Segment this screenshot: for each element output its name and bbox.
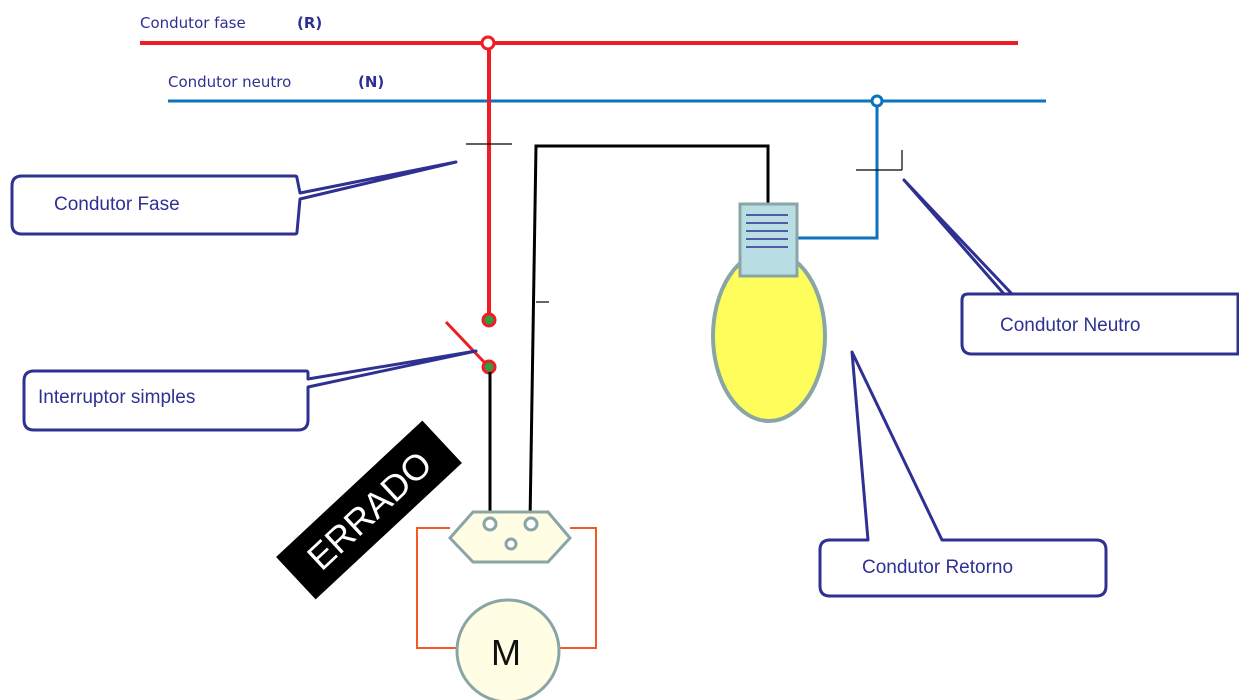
errado-stamp: ERRADO bbox=[276, 420, 462, 600]
socket bbox=[447, 510, 572, 564]
callout-phase-label: Condutor Fase bbox=[54, 194, 180, 215]
motor-circle bbox=[455, 598, 561, 700]
lamp-base bbox=[738, 202, 799, 278]
callout-return-box bbox=[818, 350, 1108, 598]
callout-switch: Interruptor simples bbox=[22, 349, 478, 432]
socket-pin-right bbox=[523, 516, 539, 532]
callout-phase-box bbox=[10, 160, 458, 236]
lamp bbox=[711, 202, 827, 423]
switch-bottom-contact bbox=[481, 359, 497, 375]
neutral-junction-node bbox=[870, 94, 884, 108]
switch-lever bbox=[444, 320, 486, 364]
socket-pin-ground bbox=[504, 537, 518, 551]
motor-symbol: M bbox=[491, 632, 521, 673]
callout-switch-box bbox=[22, 349, 478, 432]
motor-wire-right bbox=[559, 527, 597, 649]
neutral-bus-tag: (N) bbox=[358, 73, 384, 91]
phase-bus-label: Condutor fase bbox=[140, 14, 246, 32]
callout-switch-label: Interruptor simples bbox=[38, 387, 195, 408]
callout-return: Condutor Retorno bbox=[818, 350, 1108, 598]
callout-neutral: Condutor Neutro bbox=[902, 178, 1239, 356]
callout-neutral-box bbox=[902, 178, 1239, 356]
neutral-bus-label: Condutor neutro bbox=[168, 73, 291, 91]
callout-phase: Condutor Fase bbox=[10, 160, 458, 236]
callout-return-label: Condutor Retorno bbox=[862, 557, 1013, 578]
switch-top-contact bbox=[481, 312, 497, 328]
errado-stamp-box bbox=[276, 420, 462, 600]
socket-body bbox=[447, 510, 572, 564]
callout-neutral-label: Condutor Neutro bbox=[1000, 315, 1140, 336]
motor-wire-left bbox=[416, 527, 458, 649]
phase-junction-node bbox=[480, 35, 496, 51]
phase-bus-tag: (R) bbox=[297, 14, 322, 32]
errado-stamp-text: ERRADO bbox=[299, 443, 440, 578]
return-wire bbox=[528, 144, 770, 523]
socket-pin-left bbox=[482, 516, 498, 532]
neutral-drop-wire bbox=[798, 101, 879, 240]
